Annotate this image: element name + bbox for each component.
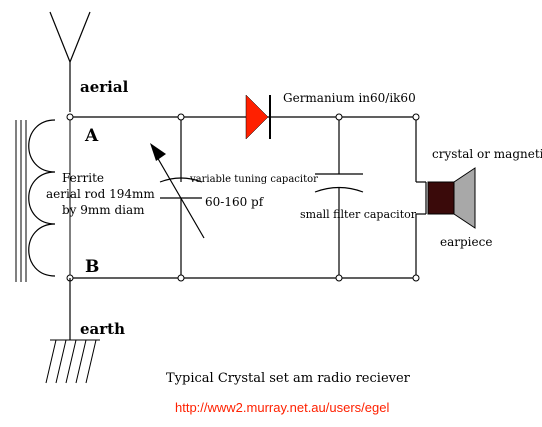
inductor-coil [28,119,56,277]
earpiece-body [427,181,455,215]
junction-top-2 [335,113,343,121]
variable-capacitor-symbol [152,117,205,278]
variable-capacitor-value: 60-160 pf [205,195,265,209]
variable-capacitor-label: variable tuning capacitor [189,174,318,185]
diode-label: Germanium in60/ik60 [283,91,416,105]
ferrite-rod-core [15,120,27,282]
aerial-antenna-symbol [49,11,91,112]
earpiece-wiring [415,117,427,278]
earpiece-label: earpiece [440,235,492,249]
source-url: http://www2.murray.net.au/users/egel [175,400,389,415]
variable-capacitor-arrowhead [150,143,166,161]
junction-bottom-1 [177,274,185,282]
ferrite-label-line1: Ferrite [62,171,104,185]
node-a-label: A [84,126,99,146]
filter-capacitor-label: small filter capacitor [300,208,417,221]
earth-label: earth [80,320,125,338]
ferrite-label-line3: by 9mm diam [62,203,145,217]
junction-top-1 [177,113,185,121]
diode-symbol [245,94,269,140]
ferrite-label-line2: aerial rod 194mm [46,187,155,201]
filter-capacitor-symbol [314,117,364,278]
aerial-label: aerial [80,78,129,96]
node-b-label: B [85,257,99,277]
node-a-terminal [66,113,74,121]
earth-ground-symbol [45,339,100,384]
junction-bottom-3 [412,274,420,282]
junction-bottom-2 [335,274,343,282]
diagram-title: Typical Crystal set am radio reciever [166,371,411,386]
earpiece-type-label: crystal or magnetic [432,147,542,161]
earpiece-speaker-icon [453,167,476,229]
junction-top-3 [412,113,420,121]
